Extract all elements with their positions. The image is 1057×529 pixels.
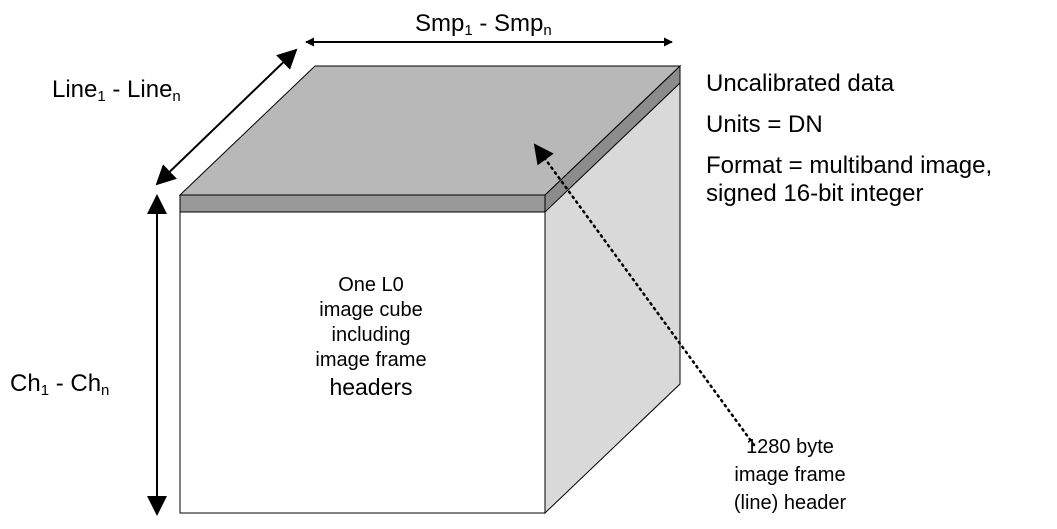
channels-label: Ch1 - Chn bbox=[10, 370, 110, 399]
cube-caption-line: headers bbox=[329, 374, 413, 400]
header-caption-line: (line) header bbox=[733, 492, 847, 514]
format-note-line1: Format = multiband image, bbox=[706, 152, 993, 179]
header-caption-line: 1280 byte bbox=[746, 436, 834, 458]
header-slab-front bbox=[179, 194, 546, 213]
cube-caption-line: including bbox=[331, 324, 411, 346]
cube-front-face bbox=[179, 211, 546, 514]
units-note: Units = DN bbox=[706, 111, 823, 138]
cube-caption-line: image frame bbox=[315, 349, 427, 371]
header-caption-line: image frame bbox=[734, 464, 846, 486]
header-pointer-arrow bbox=[533, 143, 756, 447]
format-note-line2: signed 16-bit integer bbox=[706, 180, 924, 207]
cube-caption-line: image cube bbox=[319, 299, 423, 321]
data-notes: Uncalibrated data Units = DN Format = mu… bbox=[706, 70, 992, 208]
header-caption: 1280 byte image frame (line) header bbox=[695, 433, 885, 517]
cube-caption: One L0 image cube including image frame … bbox=[268, 273, 474, 401]
lines-label: Line1 - Linen bbox=[52, 76, 181, 105]
cube-caption-line: One L0 bbox=[338, 274, 404, 296]
samples-label: Smp1 - Smpn bbox=[415, 10, 552, 39]
lines-dimension-arrow bbox=[155, 48, 298, 186]
calibration-note: Uncalibrated data bbox=[706, 70, 895, 97]
